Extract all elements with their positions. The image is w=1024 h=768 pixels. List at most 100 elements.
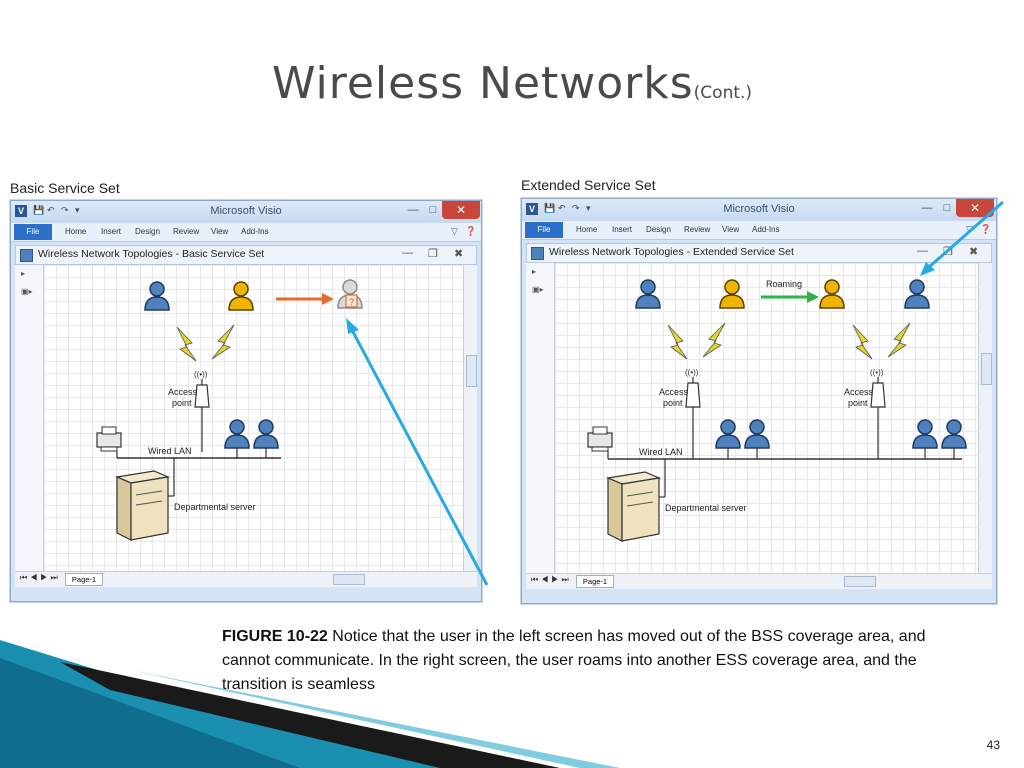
right-drawing-canvas[interactable]: Roaming ((•)) Access point (555, 263, 978, 573)
right-diagram: Roaming ((•)) Access point (587, 279, 967, 542)
horizontal-scroll-thumb[interactable] (333, 574, 365, 585)
user-yellow-icon[interactable] (819, 279, 845, 309)
user-blue-icon[interactable] (744, 419, 770, 449)
left-panel-caption: Basic Service Set (10, 180, 120, 196)
right-status-bar (526, 591, 992, 601)
tab-design[interactable]: Design (646, 225, 671, 234)
page-nav-icons[interactable]: ⏮◀▶⏭ (20, 573, 61, 582)
tab-insert[interactable]: Insert (101, 227, 122, 236)
slide-title-suffix: (Cont.) (693, 83, 753, 103)
undo-icon[interactable]: ↶ (558, 203, 566, 213)
right-document-title: Wireless Network Topologies - Extended S… (549, 246, 794, 258)
access-point-label-line1: Access (168, 387, 198, 397)
left-document-title: Wireless Network Topologies - Basic Serv… (38, 248, 265, 260)
page-nav-icons[interactable]: ⏮◀▶⏭ (531, 575, 572, 584)
server-icon[interactable] (114, 470, 171, 541)
pointer-arrow-right (920, 200, 1004, 276)
undo-icon[interactable]: ↶ (47, 205, 55, 215)
user-blue-icon[interactable] (224, 419, 250, 449)
tab-file[interactable]: File (14, 224, 52, 240)
figure-caption: FIGURE 10-22 Notice that the user in the… (222, 625, 962, 697)
doc-minimize-button[interactable]: — (402, 247, 413, 259)
left-status-bar (15, 589, 477, 599)
right-vertical-scrollbar[interactable] (978, 263, 992, 573)
svg-text:((•)): ((•)) (685, 368, 699, 377)
document-icon (20, 249, 33, 262)
left-titlebar: V 💾 ↶ ↷ ▾ Microsoft Visio — □ ✕ (11, 201, 481, 223)
quick-access-dropdown-icon[interactable]: ▾ (75, 205, 80, 215)
ribbon-collapse-icon[interactable]: ▽ (451, 226, 458, 236)
save-icon[interactable]: 💾 (544, 203, 556, 213)
doc-close-button[interactable]: ✖ (969, 246, 979, 258)
tab-home[interactable]: Home (576, 225, 598, 234)
figure-label: FIGURE 10-22 (222, 628, 328, 645)
figure-caption-text: Notice that the user in the left screen … (222, 628, 926, 693)
quick-access-dropdown-icon[interactable]: ▾ (586, 203, 591, 213)
user-yellow-icon[interactable] (719, 279, 745, 309)
visio-app-icon[interactable]: V (526, 203, 538, 215)
server-label: Departmental server (665, 503, 747, 513)
user-blue-icon[interactable] (635, 279, 661, 309)
ribbon-collapse-icon[interactable]: ▽ (966, 224, 973, 234)
minimize-button[interactable]: — (921, 202, 933, 214)
shapes-stencil-icon[interactable]: ▣▸ (532, 285, 544, 294)
user-yellow-icon[interactable] (228, 281, 254, 311)
user-blue-icon[interactable] (715, 419, 741, 449)
access-point-icon[interactable]: ((•)) (685, 368, 701, 408)
page-tab[interactable]: Page-1 (65, 573, 103, 586)
help-icon[interactable]: ❓ (465, 226, 477, 236)
help-icon[interactable]: ❓ (980, 224, 992, 234)
horizontal-scroll-thumb[interactable] (844, 576, 876, 587)
tab-design[interactable]: Design (135, 227, 160, 236)
slide-title: Wireless Networks(Cont.) (0, 58, 1024, 109)
user-blue-icon[interactable] (904, 279, 930, 309)
doc-minimize-button[interactable]: — (917, 245, 928, 257)
vertical-scroll-thumb[interactable] (981, 353, 992, 385)
user-blue-icon[interactable] (253, 419, 279, 449)
vertical-scroll-thumb[interactable] (466, 355, 477, 387)
left-drawing-canvas[interactable]: ? ((•)) Access point Wired LAN (44, 265, 463, 571)
doc-restore-button[interactable]: ❐ (428, 248, 438, 260)
tab-insert[interactable]: Insert (612, 225, 633, 234)
tab-add-ins[interactable]: Add-Ins (752, 225, 780, 234)
tab-add-ins[interactable]: Add-Ins (241, 227, 269, 236)
tab-review[interactable]: Review (173, 227, 200, 236)
shapes-expand-icon[interactable]: ▸ (21, 269, 26, 278)
shapes-stencil-icon[interactable]: ▣▸ (21, 287, 33, 296)
visio-app-icon[interactable]: V (15, 205, 27, 217)
left-vertical-scrollbar[interactable] (463, 265, 477, 571)
maximize-button[interactable]: □ (429, 204, 437, 216)
right-page-bar: ⏮◀▶⏭ Page-1 (526, 573, 992, 589)
redo-icon[interactable]: ↷ (61, 205, 69, 215)
unknown-mark: ? (349, 297, 354, 307)
tab-file[interactable]: File (525, 222, 563, 238)
shapes-expand-icon[interactable]: ▸ (532, 267, 537, 276)
lightning-icon (702, 322, 726, 358)
tab-view[interactable]: View (722, 225, 740, 234)
tab-review[interactable]: Review (684, 225, 711, 234)
right-shapes-pane[interactable]: ▸ ▣▸ (526, 263, 555, 573)
left-visio-window: V 💾 ↶ ↷ ▾ Microsoft Visio — □ ✕ File Hom… (10, 200, 482, 602)
user-blue-icon[interactable] (941, 419, 967, 449)
access-point-1-label-line1: Access (659, 387, 689, 397)
access-point-icon[interactable]: ((•)) (194, 370, 210, 408)
close-button[interactable]: ✕ (956, 199, 994, 217)
left-shapes-pane[interactable]: ▸ ▣▸ (15, 265, 44, 571)
access-point-icon[interactable]: ((•)) (870, 368, 886, 408)
tab-home[interactable]: Home (65, 227, 87, 236)
save-icon[interactable]: 💾 (33, 205, 45, 215)
page-tab[interactable]: Page-1 (576, 575, 614, 588)
user-blue-icon[interactable] (144, 281, 170, 311)
tab-view[interactable]: View (211, 227, 229, 236)
server-icon[interactable] (605, 471, 662, 542)
disconnected-user-icon[interactable]: ? (337, 279, 363, 309)
maximize-button[interactable]: □ (943, 202, 951, 214)
redo-icon[interactable]: ↷ (572, 203, 580, 213)
close-button[interactable]: ✕ (442, 201, 480, 219)
printer-icon[interactable] (96, 426, 122, 452)
minimize-button[interactable]: — (407, 204, 419, 216)
printer-icon[interactable] (587, 426, 613, 452)
doc-close-button[interactable]: ✖ (454, 248, 464, 260)
user-blue-icon[interactable] (912, 419, 938, 449)
